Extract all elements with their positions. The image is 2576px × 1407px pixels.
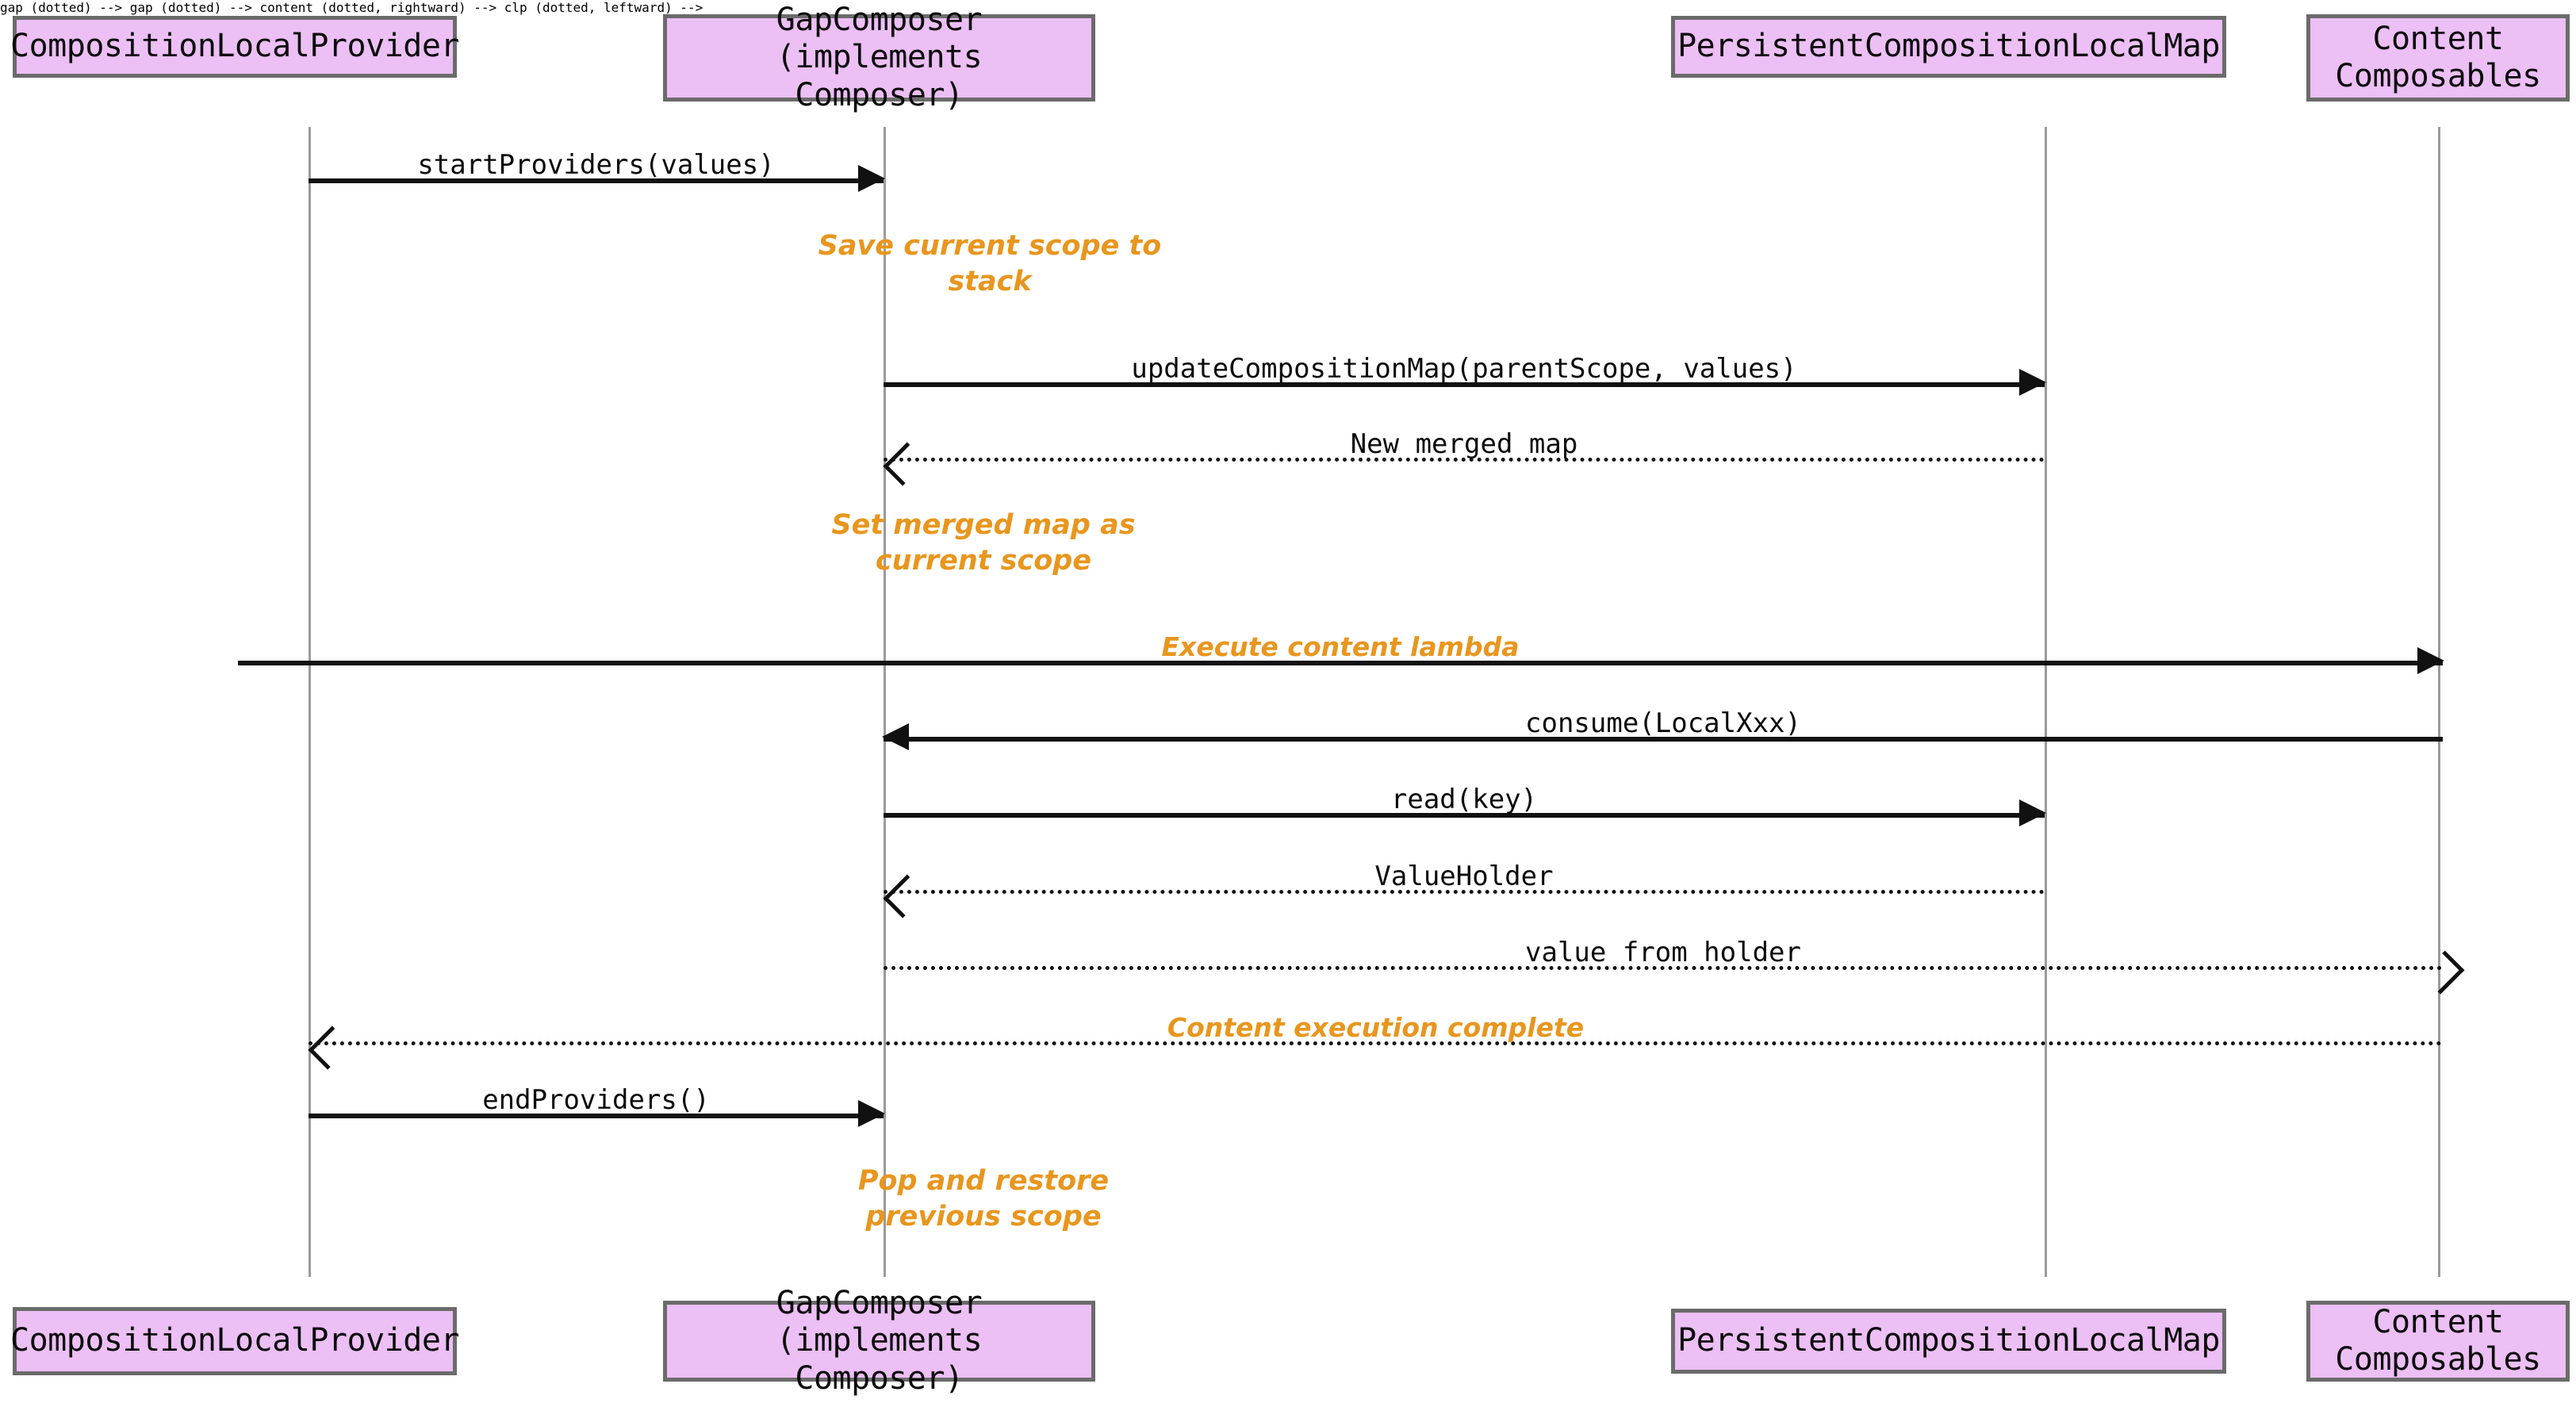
message-line bbox=[884, 813, 2045, 818]
message-label: consume(LocalXxx) bbox=[1519, 710, 1807, 737]
participant-bottom-gapcomposer[interactable]: GapComposer (implements Composer) bbox=[663, 1285, 1095, 1397]
lifeline-gapcomposer bbox=[884, 127, 886, 1277]
message-line bbox=[884, 382, 2045, 387]
arrowhead-filled-right-icon bbox=[2019, 369, 2046, 396]
arrowhead-open-right-icon bbox=[2421, 950, 2465, 995]
note-pop-and-restore: Pop and restore previous scope bbox=[857, 1165, 1110, 1233]
note-save-current-scope: Save current scope to stack bbox=[818, 230, 1162, 297]
message-label: Execute content lambda bbox=[1155, 634, 1526, 660]
message-label: startProviders(values) bbox=[411, 151, 781, 178]
message-label: Content execution complete bbox=[1160, 1014, 1591, 1041]
message-label: New merged map bbox=[1344, 431, 1585, 458]
participant-top-gapcomposer[interactable]: GapComposer (implements Composer) bbox=[663, 2, 1095, 113]
message-label: endProviders() bbox=[476, 1087, 716, 1114]
message-line bbox=[884, 458, 2045, 462]
message-line bbox=[238, 661, 2443, 665]
note-set-merged-map: Set merged map as current scope bbox=[831, 509, 1136, 577]
message-label: value from holder bbox=[1519, 939, 1807, 966]
arrowhead-filled-right-icon bbox=[858, 1100, 885, 1127]
message-line bbox=[309, 178, 884, 183]
message-line bbox=[309, 1114, 884, 1118]
arrowhead-open-left-icon bbox=[308, 1026, 352, 1070]
participant-top-persistentcompositionlocalmap[interactable]: PersistentCompositionLocalMap bbox=[1671, 16, 2226, 78]
arrowhead-open-left-icon bbox=[883, 874, 927, 918]
message-label: read(key) bbox=[1384, 786, 1544, 813]
arrowhead-open-left-icon bbox=[883, 442, 927, 486]
message-line bbox=[884, 966, 2443, 970]
participant-top-content-composables[interactable]: Content Composables bbox=[2306, 14, 2570, 102]
message-line bbox=[309, 1041, 2443, 1045]
lifeline-persistentcompositionlocalmap bbox=[2045, 127, 2047, 1277]
lifeline-content-composables bbox=[2438, 127, 2440, 1277]
participant-top-compositionlocalprovider[interactable]: CompositionLocalProvider bbox=[10, 16, 459, 78]
message-line bbox=[884, 890, 2045, 894]
arrowhead-filled-left-icon bbox=[882, 723, 909, 750]
message-label: ValueHolder bbox=[1368, 863, 1560, 890]
participant-bottom-content-composables[interactable]: Content Composables bbox=[2306, 1301, 2570, 1382]
message-line bbox=[884, 737, 2443, 742]
participant-bottom-persistentcompositionlocalmap[interactable]: PersistentCompositionLocalMap bbox=[1671, 1309, 2226, 1374]
arrowhead-filled-right-icon bbox=[2417, 647, 2444, 674]
participant-bottom-compositionlocalprovider[interactable]: CompositionLocalProvider bbox=[10, 1307, 459, 1375]
arrowhead-filled-right-icon bbox=[858, 165, 885, 192]
arrowhead-filled-right-icon bbox=[2019, 799, 2046, 826]
lifeline-compositionlocalprovider bbox=[309, 127, 311, 1277]
message-label: updateCompositionMap(parentScope, values… bbox=[1125, 355, 1804, 382]
